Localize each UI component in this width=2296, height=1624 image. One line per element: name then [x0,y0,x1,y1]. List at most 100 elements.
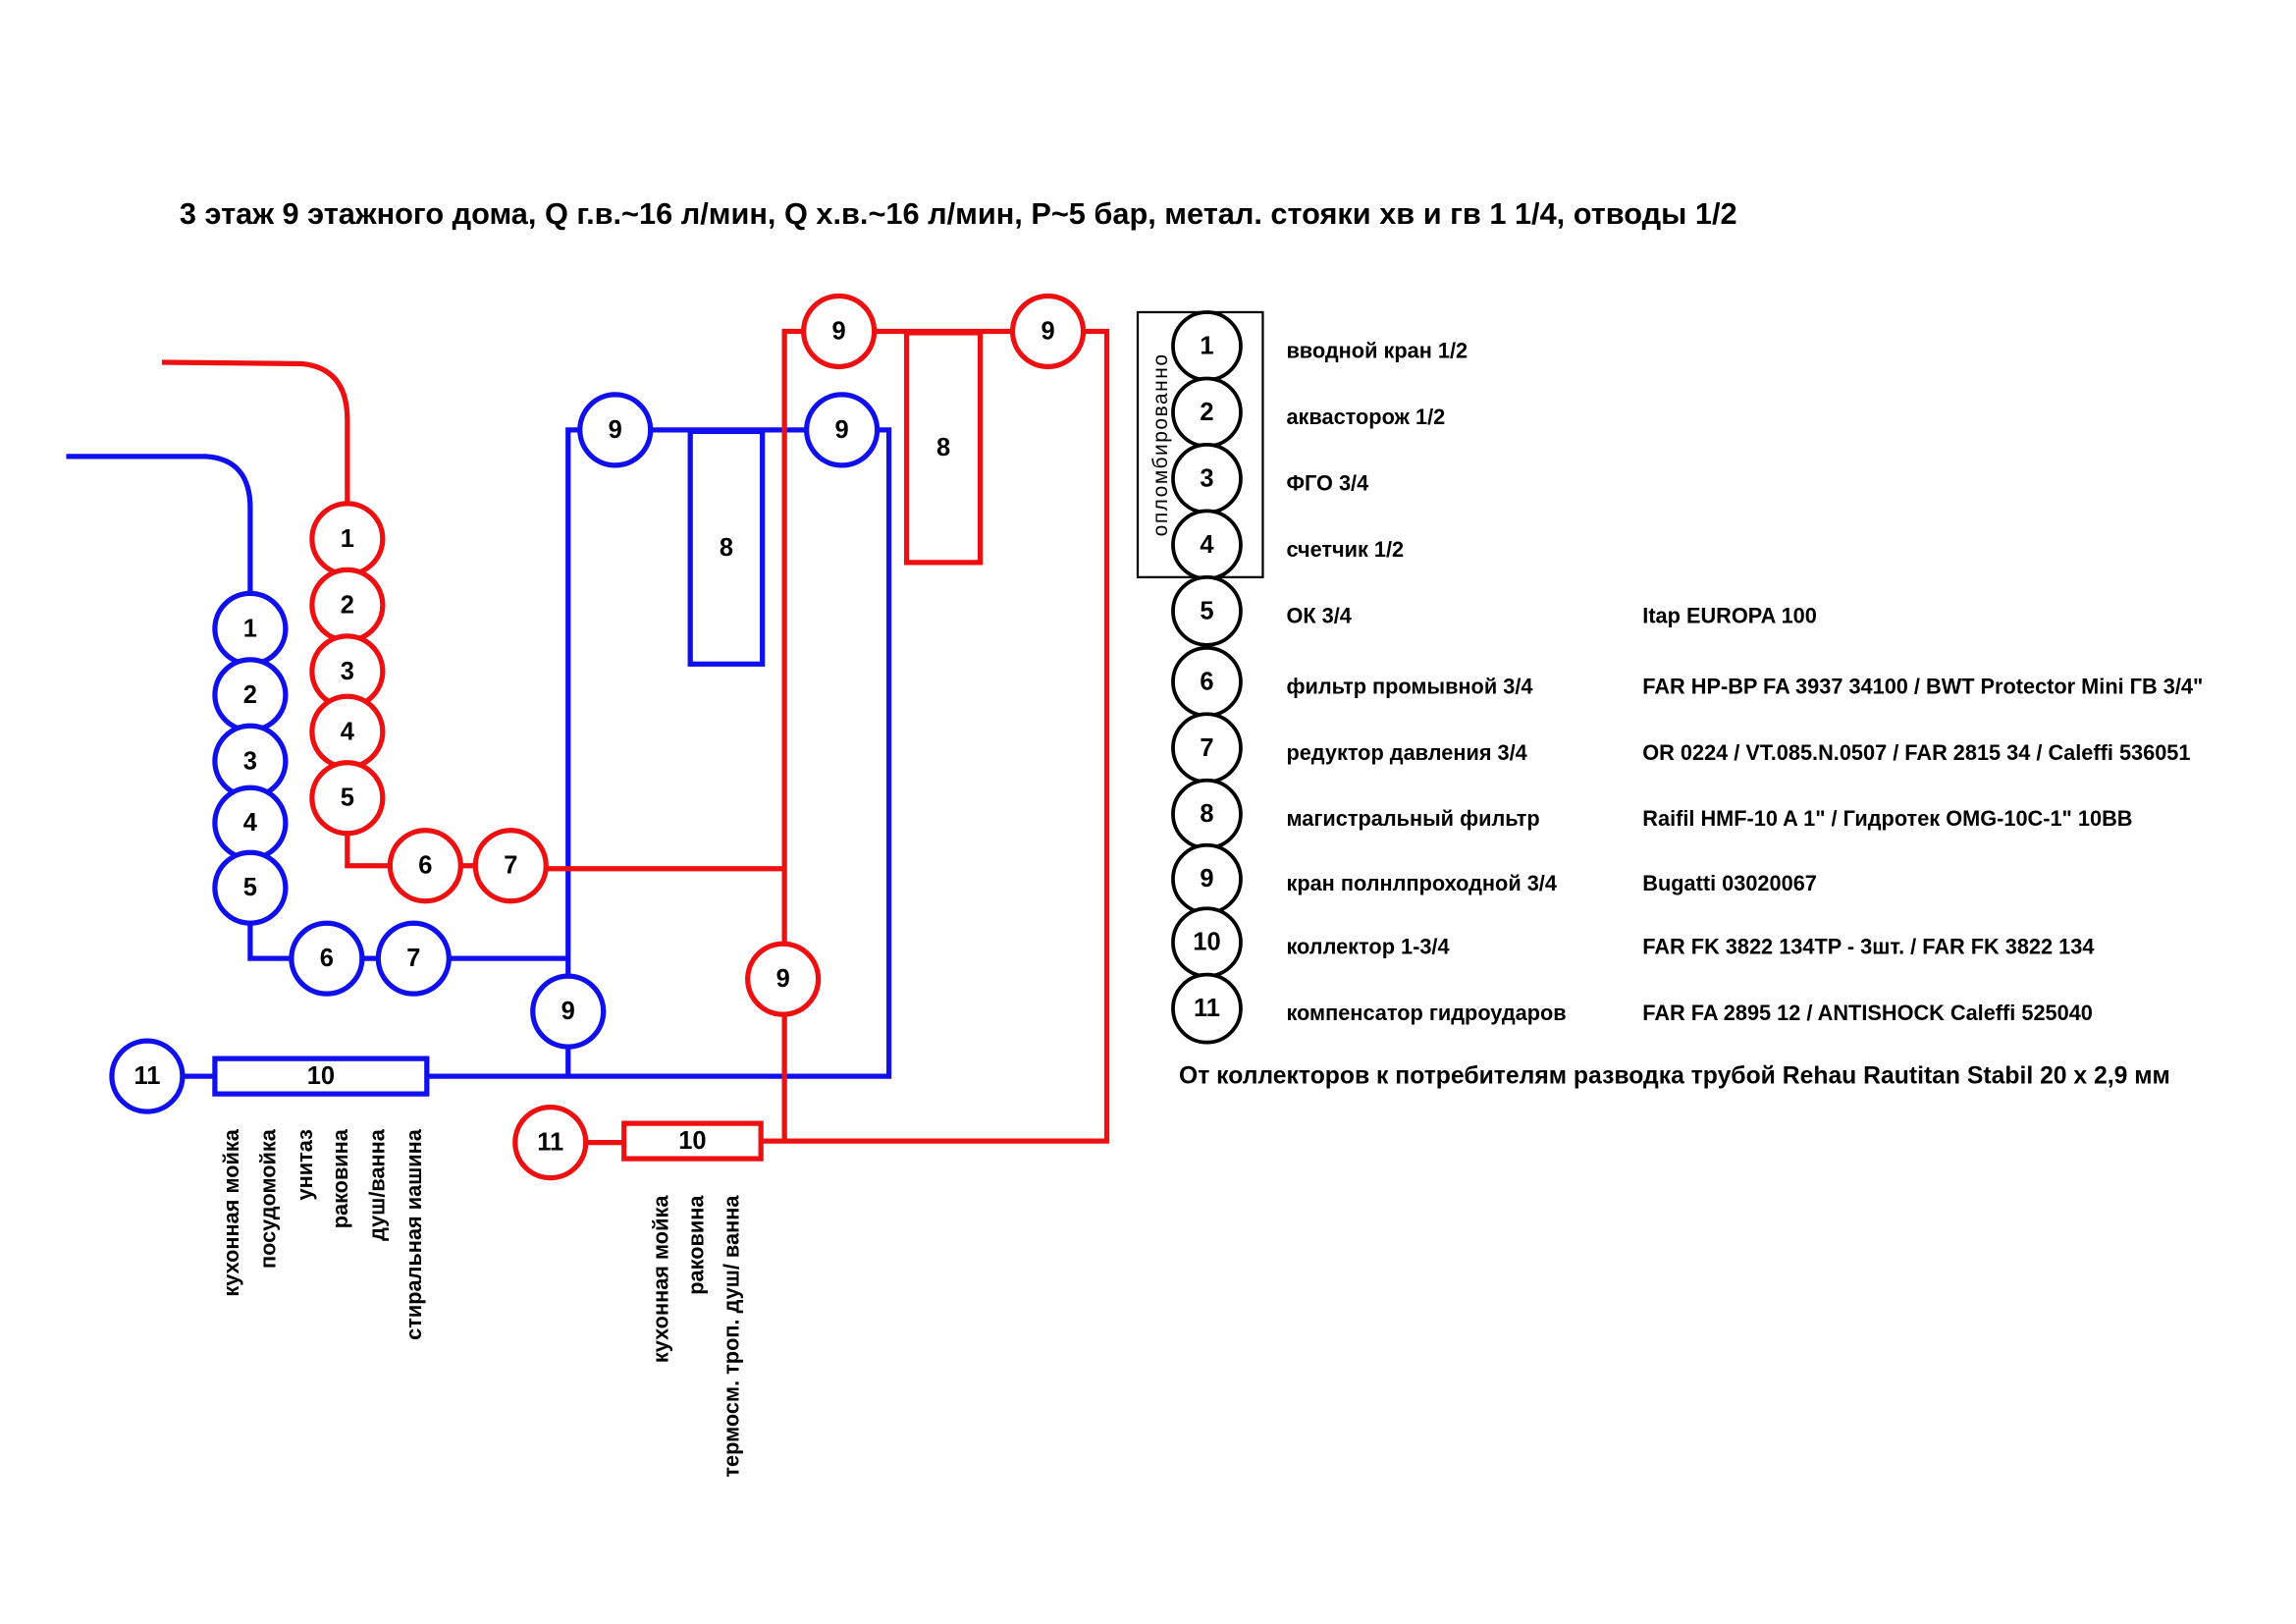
cold-node-1: 1 [212,590,289,667]
cold-consumer-label: унитаз [293,1129,317,1201]
cold-node-2: 2 [212,657,289,733]
node-label: 11 [537,1129,563,1157]
legend-number: 7 [1200,734,1213,762]
legend-name: редуктор давления 3/4 [1286,740,1526,765]
cold-node-3: 3 [212,723,289,799]
cold-consumer-label: посудомойка [255,1128,280,1269]
diagram-title: 3 этаж 9 этажного дома, Q г.в.~16 л/мин,… [180,196,1737,231]
cold-main-filter-8: 8 [687,428,766,667]
legend-model: FAR HP-BP FA 3937 34100 / BWT Protector … [1642,674,2203,698]
cold-consumer-label: раковина [328,1128,352,1228]
legend-item: 1 вводной кран 1/2 [1171,310,1468,382]
legend-number: 10 [1193,929,1220,956]
node-label: 9 [561,998,575,1025]
legend-item: 4 счетчик 1/2 [1171,509,1404,581]
legend-number: 2 [1200,399,1213,426]
cold-valve-9: 9 [804,392,881,468]
node-label: 2 [341,591,354,619]
hot-node-1: 1 [309,501,386,577]
cold-valve-9: 9 [577,392,654,468]
hot-node-5: 5 [309,760,386,837]
legend-name: ОК 3/4 [1286,603,1351,627]
hot-node-6: 6 [387,828,463,904]
node-label: 3 [243,747,257,775]
legend-item: 2 аквасторож 1/2 [1171,376,1445,449]
node-label: 8 [936,434,950,461]
hot-valve-9: 9 [801,293,878,370]
hot-node-7: 7 [472,828,549,904]
legend-item: 11 компенсатор гидроударов FAR FA 2895 12 … [1171,972,2093,1045]
node-label: 4 [341,718,355,745]
node-label: 10 [307,1062,335,1090]
legend-model: FAR FK 3822 134TP - 3шт. / FAR FK 3822 1… [1642,935,2094,959]
legend-item: 10 коллектор 1-3/4 FAR FK 3822 134TP - 3шт… [1171,906,2094,979]
hot-main-filter-8: 8 [903,330,984,566]
legend-model: Bugatti 03020067 [1642,871,1817,895]
legend-model: Itap EUROPA 100 [1642,603,1817,627]
node-label: 6 [320,945,334,972]
legend-model: FAR FA 2895 12 / ANTISHOCK Caleffi 52504… [1642,1001,2093,1025]
legend-name: магистральный фильтр [1286,806,1539,831]
legend-number: 11 [1194,995,1220,1022]
hot-arrestor-11: 11 [512,1104,589,1181]
pipe-note: От коллекторов к потребителям разводка т… [1179,1063,2170,1090]
legend-name: компенсатор гидроударов [1286,1001,1566,1025]
hot-manifold-10: 10 [621,1120,764,1162]
legend-number: 3 [1200,464,1213,492]
node-label: 7 [504,852,517,880]
cold-node-4: 4 [212,785,289,861]
legend-number: 5 [1200,597,1213,624]
hot-valve-9: 9 [745,941,822,1017]
node-label: 11 [133,1062,160,1090]
node-label: 4 [243,809,258,837]
legend-item: 5 ОК 3/4 Itap EUROPA 100 [1171,574,1817,647]
node-label: 9 [609,416,622,444]
legend-number: 4 [1200,531,1214,559]
legend-number: 6 [1200,668,1213,695]
node-label: 1 [341,525,354,553]
hot-node-2: 2 [309,567,386,643]
node-label: 8 [720,534,733,562]
node-label: 9 [835,416,849,444]
node-label: 5 [243,874,257,901]
cold-consumer-label: кухонная мойка [219,1128,243,1296]
legend-item: 8 магистральный фильтр Raifil HMF-10 A 1" … [1171,778,2132,850]
hot-consumer-label: кухонная мойка [649,1195,673,1363]
node-label: 1 [243,615,257,642]
legend-number: 1 [1200,332,1213,359]
legend-number: 9 [1200,865,1213,893]
legend-name: коллектор 1-3/4 [1286,935,1449,959]
cold-valve-9: 9 [530,973,607,1050]
node-label: 2 [243,681,257,709]
hot-consumer-label: термосм. троп. душ/ ванна [720,1195,744,1478]
legend-name: ФГО 3/4 [1286,470,1368,495]
legend-number: 8 [1200,800,1213,828]
legend-model: Raifil HMF-10 A 1" / Гидротек OMG-10C-1"… [1642,806,2132,831]
node-label: 7 [406,945,420,972]
node-label: 6 [418,852,432,880]
legend-name: аквасторож 1/2 [1286,405,1445,429]
node-label: 9 [1041,317,1054,345]
hot-valve-9: 9 [1009,293,1087,370]
node-label: 10 [678,1127,706,1155]
node-label: 9 [832,317,846,345]
legend-name: счетчик 1/2 [1286,537,1404,562]
hot-node-4: 4 [309,693,386,770]
node-label: 3 [341,658,354,685]
cold-node-5: 5 [212,849,289,926]
hot-consumer-labels: кухонная мойка раковина термосм. троп. душ… [649,1195,744,1478]
legend-name: вводной кран 1/2 [1286,338,1468,362]
node-label: 5 [341,785,354,812]
node-label: 9 [776,965,790,993]
cold-node-7: 7 [375,920,452,997]
cold-consumer-label: стиральная иашина [401,1128,426,1340]
hot-consumer-label: раковина [684,1195,709,1295]
cold-arrestor-11: 11 [109,1038,186,1114]
cold-manifold-10: 10 [212,1056,430,1097]
